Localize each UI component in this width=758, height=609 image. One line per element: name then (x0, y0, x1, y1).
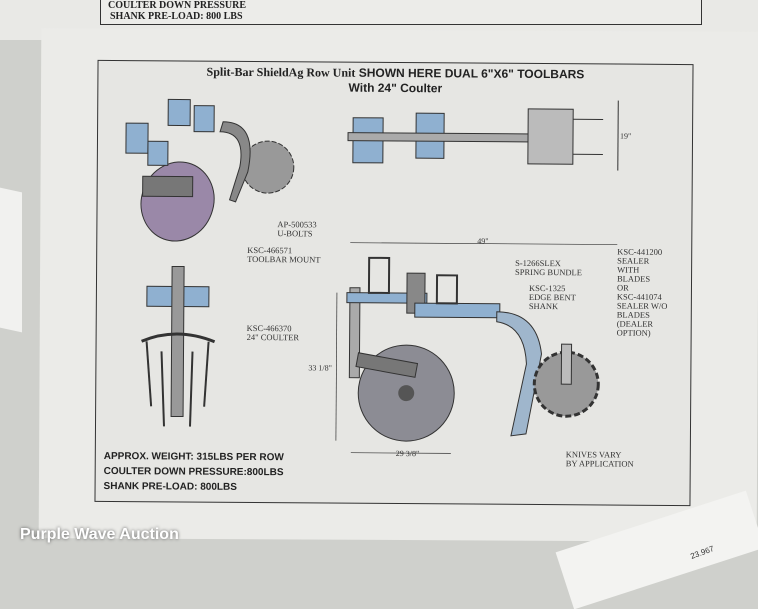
top-view: 19" (348, 99, 632, 171)
dimension-height: 33 1/8" (308, 363, 332, 372)
spec-weight: APPROX. WEIGHT: 315LBS PER ROW (104, 449, 284, 465)
label-shank: KSC-1325 EDGE BENT SHANK (529, 284, 576, 311)
label-spring-bundle: S-1266SLEX SPRING BUNDLE (515, 259, 582, 277)
diagram-frame: Split-Bar ShieldAg Row Unit SHOWN HERE D… (94, 60, 693, 506)
dimension-width-top: 19" (620, 132, 631, 141)
dimension-length: 49" (477, 237, 488, 246)
label-knives: KNIVES VARY BY APPLICATION (566, 450, 634, 468)
label-coulter: KSC-466370 24" COULTER (247, 324, 300, 342)
isometric-view (125, 99, 294, 252)
spec-coulter-pressure: COULTER DOWN PRESSURE:800LBS (104, 464, 284, 480)
background-sheet-line: SHANK PRE-LOAD: 800 LBS (110, 11, 243, 22)
label-toolbar-mount: KSC-466571 TOOLBAR MOUNT (247, 246, 320, 265)
specs-block: APPROX. WEIGHT: 315LBS PER ROW COULTER D… (104, 449, 284, 495)
label-ubolts: AP-500533 U-BOLTS (277, 220, 316, 238)
label-sealer: KSC-441200 SEALER WITH BLADES OR KSC-441… (617, 248, 668, 338)
front-view (141, 266, 215, 427)
dimension-coulter-offset: 29 3/8" (396, 449, 420, 458)
background-sheet-line: COULTER DOWN PRESSURE (108, 0, 246, 11)
spec-shank-preload: SHANK PRE-LOAD: 800LBS (104, 479, 284, 495)
edge-paper (0, 188, 22, 333)
row-unit-drawings: 19" 49" 33 1/8 (95, 61, 692, 505)
watermark-logo: Purple Wave Auction (20, 526, 179, 544)
